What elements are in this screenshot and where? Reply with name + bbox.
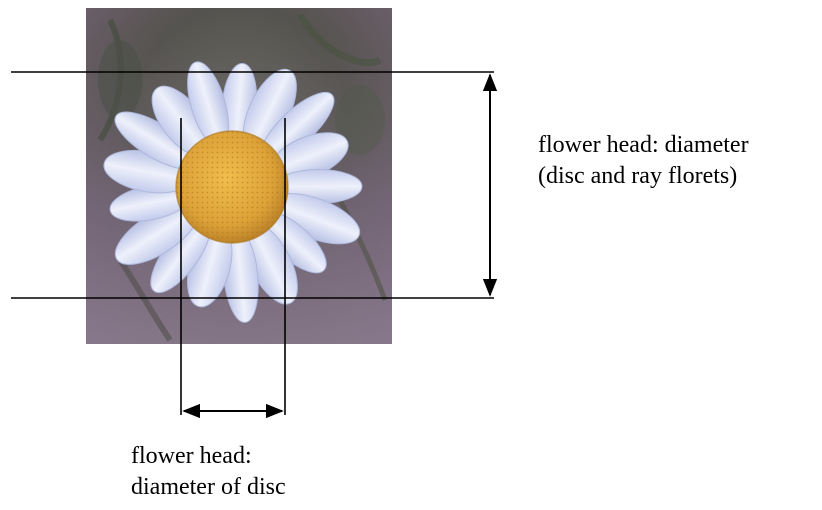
disc-diameter-label-line1: flower head:: [131, 441, 286, 472]
head-diameter-label: flower head: diameter (disc and ray flor…: [538, 130, 749, 192]
disc-diameter-label-line2: diameter of disc: [131, 472, 286, 503]
disc-diameter-label: flower head: diameter of disc: [131, 441, 286, 503]
head-diameter-label-line1: flower head: diameter: [538, 130, 749, 161]
head-diameter-label-line2: (disc and ray florets): [538, 161, 749, 192]
flower-photo: [86, 8, 392, 344]
disc-florets: [176, 131, 288, 243]
